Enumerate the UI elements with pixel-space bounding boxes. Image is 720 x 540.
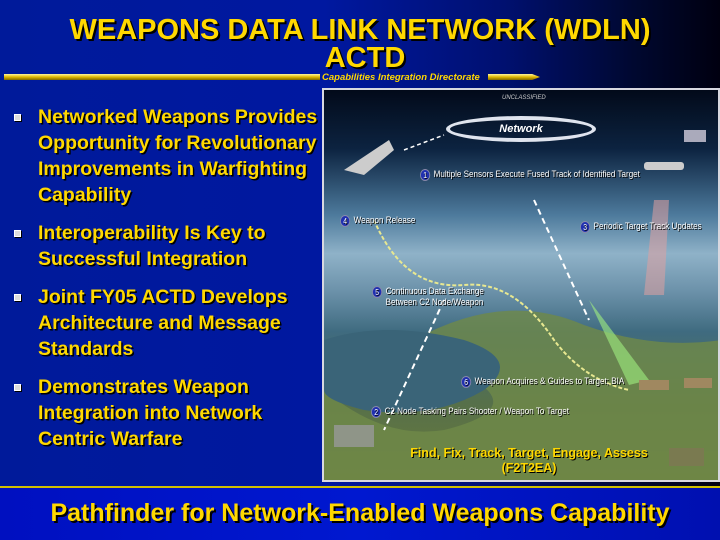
step-number: 2 (371, 406, 382, 418)
caption-line1: Find, Fix, Track, Target, Engage, Assess (410, 446, 648, 460)
c2-node-icon (334, 425, 374, 447)
bullet-item: Interoperability Is Key to Successful In… (14, 220, 324, 272)
step-text: Weapon Acquires & Guides to Target; BIA (474, 376, 625, 387)
divider-right-arrow (488, 74, 540, 80)
guidance-beam (589, 300, 649, 385)
step-text: C2 Node Tasking Pairs Shooter / Weapon T… (384, 406, 569, 417)
weapon-trajectory (373, 219, 630, 391)
fighter-jet-icon (344, 140, 394, 175)
classification-label: UNCLASSIFIED (502, 95, 546, 101)
step-text: Multiple Sensors Execute Fused Track of … (433, 169, 640, 180)
sensor-beam (644, 200, 669, 295)
bullet-item: Demonstrates Weapon Integration into Net… (14, 374, 324, 452)
bay-water (324, 330, 500, 413)
bullet-text: Demonstrates Weapon Integration into Net… (38, 376, 263, 450)
bullet-list: Networked Weapons Provides Opportunity f… (14, 104, 324, 464)
data-link-line (383, 299, 445, 431)
data-link-line (403, 134, 445, 151)
network-label: Network (499, 123, 543, 135)
step-number: 6 (461, 376, 472, 388)
bullet-item: Networked Weapons Provides Opportunity f… (14, 104, 324, 208)
satellite-icon (684, 130, 706, 142)
slide-title-line2: ACTD (324, 42, 406, 74)
scene-graphic (324, 130, 718, 480)
step-number: 3 (580, 221, 591, 233)
step-text: Periodic Target Track Updates (593, 221, 702, 232)
step-text: Weapon Release (353, 215, 416, 226)
bullet-text: Networked Weapons Provides Opportunity f… (38, 106, 318, 206)
step-number: 1 (420, 169, 431, 181)
step-text: Continuous Data Exchange Between C2 Node… (385, 286, 484, 308)
awacs-aircraft-icon (644, 162, 684, 170)
step-number: 4 (340, 215, 351, 227)
humvee-icon (669, 448, 704, 466)
square-bullet-icon (14, 384, 21, 391)
slide-title: WEAPONS DATA LINK NETWORK (WDLN) (69, 14, 651, 46)
tank-icon (684, 378, 712, 388)
divider-left (4, 74, 320, 80)
caption-line2: (F2T2EA) (501, 461, 557, 475)
bullet-text: Joint FY05 ACTD Develops Architecture an… (38, 286, 288, 360)
square-bullet-icon (14, 114, 21, 121)
square-bullet-icon (14, 230, 21, 237)
square-bullet-icon (14, 294, 21, 301)
bullet-text: Interoperability Is Key to Successful In… (38, 222, 266, 270)
footer-banner: Pathfinder for Network-Enabled Weapons C… (0, 486, 720, 540)
network-ring: Network (446, 116, 596, 142)
organization-label: Capabilities Integration Directorate (322, 72, 480, 83)
bullet-item: Joint FY05 ACTD Develops Architecture an… (14, 284, 324, 362)
step-number: 5 (372, 286, 383, 298)
f2t2ea-caption: Find, Fix, Track, Target, Engage, Assess… (384, 446, 674, 476)
data-link-line (533, 199, 590, 321)
tank-icon (639, 380, 669, 390)
